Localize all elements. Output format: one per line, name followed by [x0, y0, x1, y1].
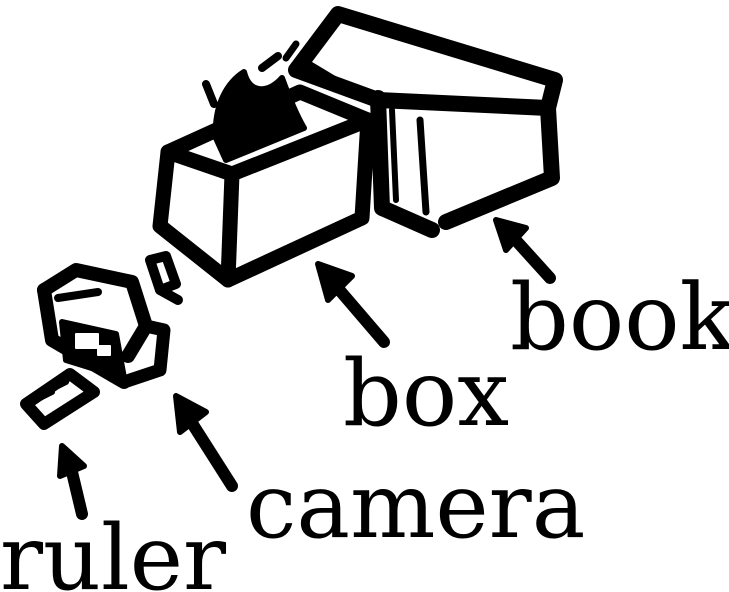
book-label: book [510, 272, 729, 364]
camera-drawing [44, 270, 164, 382]
camera-label: camera [246, 462, 585, 552]
camera-arrow [176, 396, 232, 486]
ruler-label: ruler [0, 514, 226, 592]
box-label: box [343, 348, 509, 440]
rod-drawing [150, 256, 178, 300]
ruler-drawing [26, 374, 94, 424]
box-arrow [318, 264, 384, 342]
book-drawing [296, 14, 555, 230]
ruler-arrow [60, 446, 84, 514]
